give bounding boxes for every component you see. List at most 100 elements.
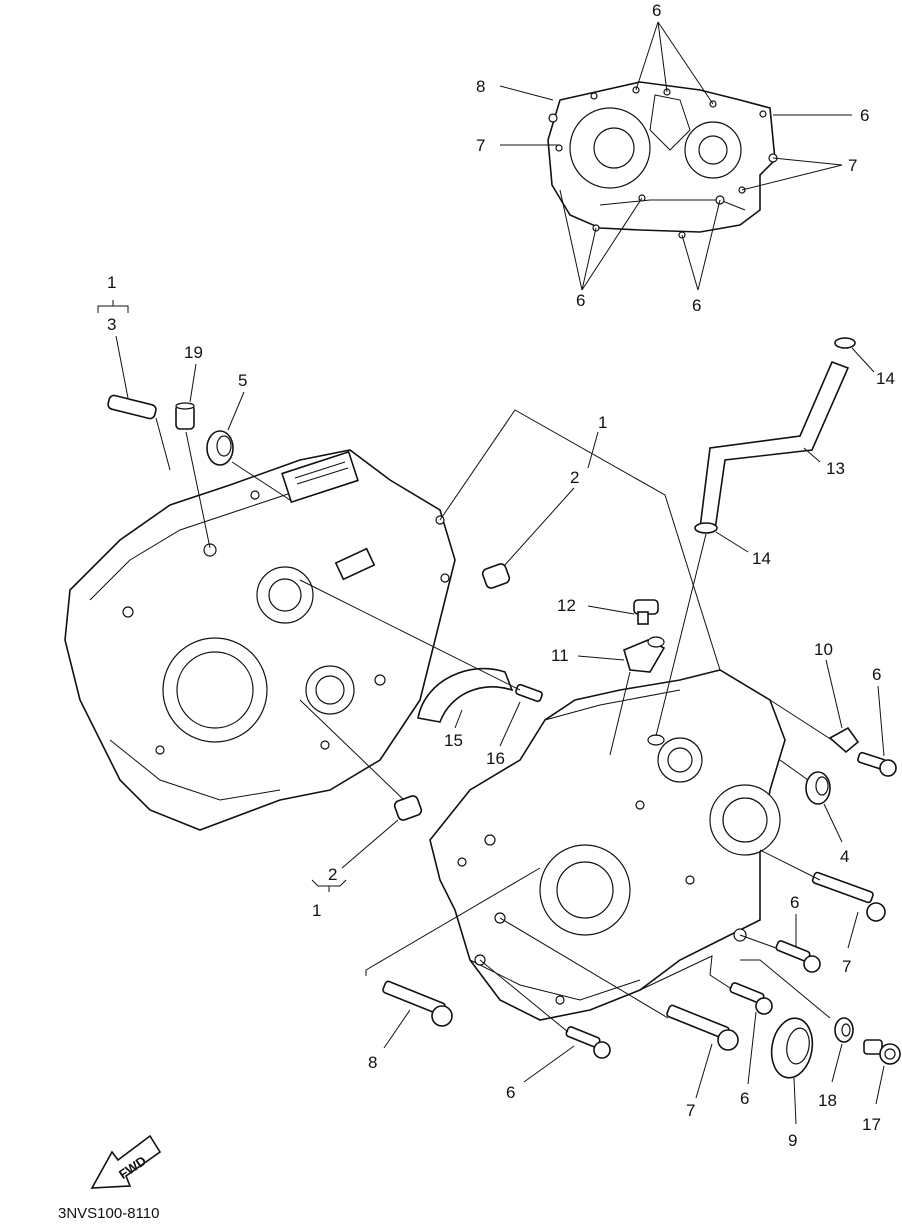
hose-13 bbox=[699, 360, 850, 531]
leader-5-to-case bbox=[231, 461, 291, 501]
leader-6-r2-to-case bbox=[739, 934, 777, 949]
clamp-10 bbox=[828, 726, 860, 754]
label-19: 19 bbox=[184, 343, 203, 362]
leader-18 bbox=[831, 1043, 843, 1083]
inset-label-8: 8 bbox=[476, 77, 485, 96]
leader-8-to-case bbox=[365, 867, 541, 976]
leader-14-mid bbox=[715, 531, 749, 553]
leader-hose-to-case bbox=[655, 533, 707, 737]
clamp-11 bbox=[623, 636, 666, 673]
leader-10 bbox=[825, 659, 843, 729]
fwd-arrow: FWD bbox=[90, 1134, 162, 1189]
leader-15 bbox=[454, 709, 463, 729]
label-2-low: 2 bbox=[328, 865, 337, 884]
leader-8 bbox=[383, 1009, 411, 1049]
right-crankcase-half bbox=[429, 669, 786, 1021]
inset-label-6-right: 6 bbox=[860, 106, 869, 125]
bolt-6-right-bottom bbox=[775, 940, 821, 973]
label-17: 17 bbox=[862, 1115, 881, 1134]
bolt-7-bottom bbox=[666, 1004, 739, 1051]
label-bracket-3: 3 bbox=[107, 315, 116, 334]
leader-17 bbox=[875, 1065, 885, 1105]
leader-7-bottom bbox=[695, 1043, 713, 1099]
label-6-b1: 6 bbox=[506, 1083, 515, 1102]
leader-1-assembly bbox=[439, 409, 721, 671]
leader-3 bbox=[115, 335, 129, 399]
leader-7-right bbox=[847, 911, 859, 949]
bolt-6-bottom-1 bbox=[565, 1026, 611, 1059]
leader-19 bbox=[189, 363, 197, 403]
screw-16 bbox=[515, 683, 543, 703]
label-6-r1: 6 bbox=[872, 665, 881, 684]
inset-leader-lines bbox=[499, 21, 852, 291]
dowel-2-low bbox=[393, 795, 423, 821]
inset-crankcase-outline bbox=[547, 81, 778, 239]
oil-seal-4 bbox=[805, 771, 831, 805]
bracket-1-2 bbox=[311, 879, 347, 892]
leader-3-to-case bbox=[155, 417, 171, 471]
dowel-2-mid bbox=[481, 563, 511, 589]
leader-1-mid bbox=[587, 431, 599, 469]
label-18: 18 bbox=[818, 1091, 837, 1110]
oil-seal-9 bbox=[770, 1017, 814, 1079]
label-7-right: 7 bbox=[842, 957, 851, 976]
label-14-mid: 14 bbox=[752, 549, 771, 568]
label-2-mid: 2 bbox=[570, 468, 579, 487]
leader-11 bbox=[577, 655, 625, 661]
inset-label-6-bottom-right: 6 bbox=[692, 296, 701, 315]
inset-label-6-top: 6 bbox=[652, 1, 661, 20]
label-4: 4 bbox=[840, 847, 849, 866]
label-11: 11 bbox=[551, 646, 569, 665]
leader-11-to-case bbox=[609, 671, 631, 756]
bracket-1-3 bbox=[97, 300, 129, 313]
leader-4 bbox=[823, 803, 843, 843]
leader-dowel-to-case bbox=[299, 699, 405, 801]
leader-6-b2 bbox=[747, 1011, 757, 1085]
washer-18 bbox=[834, 1017, 854, 1043]
bolt-7-right bbox=[811, 871, 886, 922]
label-14-top: 14 bbox=[876, 369, 895, 388]
label-9: 9 bbox=[788, 1131, 797, 1150]
label-10: 10 bbox=[814, 640, 833, 659]
label-13: 13 bbox=[826, 459, 845, 478]
label-7-bottom: 7 bbox=[686, 1101, 695, 1120]
label-16: 16 bbox=[486, 749, 505, 768]
label-1-mid: 1 bbox=[598, 413, 607, 432]
leader-6-r1 bbox=[877, 685, 885, 757]
bolt-8 bbox=[382, 980, 453, 1027]
plug-19 bbox=[175, 402, 195, 430]
bolt-6-right-top bbox=[857, 751, 897, 777]
inset-label-7-right: 7 bbox=[848, 156, 857, 175]
leader-9 bbox=[793, 1077, 797, 1125]
leader-7-right-to-case bbox=[759, 849, 821, 881]
plate-15 bbox=[417, 667, 514, 723]
leader-12 bbox=[587, 605, 635, 615]
leader-19-to-case bbox=[185, 431, 211, 549]
leader-4-to-case bbox=[779, 759, 809, 781]
oil-seal-5 bbox=[206, 430, 234, 466]
inset-label-6-bottom-left: 6 bbox=[576, 291, 585, 310]
leader-14-top bbox=[851, 347, 875, 373]
label-8: 8 bbox=[368, 1053, 377, 1072]
leader-15-16-to-case bbox=[299, 579, 521, 691]
bolt-6-bottom-2 bbox=[729, 982, 773, 1015]
leader-16 bbox=[499, 701, 521, 747]
label-15: 15 bbox=[444, 731, 463, 750]
drain-plug-17 bbox=[863, 1039, 901, 1065]
diagram-code: 3NVS100-8110 bbox=[58, 1205, 159, 1222]
leader-13 bbox=[803, 447, 821, 463]
leader-7-bottom-to-case bbox=[499, 917, 669, 1019]
leader-6-b1 bbox=[523, 1045, 575, 1083]
leader-2-low bbox=[341, 819, 399, 869]
clip-14-top bbox=[834, 337, 856, 349]
leader-6-b1-to-case bbox=[479, 959, 569, 1033]
leader-5 bbox=[227, 391, 245, 431]
label-12: 12 bbox=[557, 596, 576, 615]
inset-label-7-left: 7 bbox=[476, 136, 485, 155]
leader-2-mid bbox=[503, 487, 575, 567]
label-bracket-1: 1 bbox=[107, 273, 116, 292]
dowel-pin-3 bbox=[107, 394, 157, 420]
leader-9-to-case bbox=[740, 959, 831, 1019]
clip-14-mid bbox=[694, 522, 718, 534]
